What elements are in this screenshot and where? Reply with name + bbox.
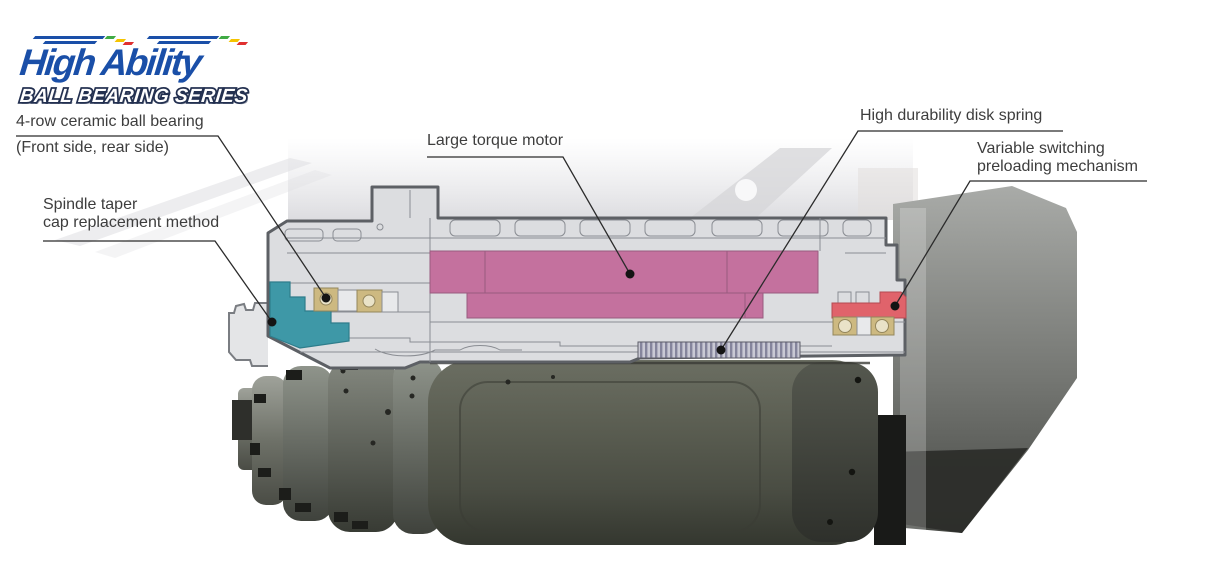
leader-dots — [267, 269, 900, 355]
label-ball-bearing-line1: 4-row ceramic ball bearing — [16, 113, 204, 130]
label-preload-line2: preloading mechanism — [977, 158, 1138, 175]
cross-section — [228, 185, 907, 370]
label-disk-spring: High durability disk spring — [860, 107, 1043, 124]
label-spindle-taper-line2: cap replacement method — [43, 214, 220, 231]
bolt-dots — [340, 368, 862, 525]
brand-logo: High Ability BALL BEARING SERIES — [17, 36, 270, 116]
spindle-nose-outline — [228, 302, 268, 367]
spindle-taper-cap — [269, 281, 350, 349]
preload-mechanism — [831, 291, 907, 319]
speedline-icon — [146, 36, 220, 39]
spindle-photo — [232, 358, 906, 545]
leader-taper — [43, 240, 273, 323]
leader-preload — [894, 180, 1147, 307]
speed-tick-green-icon — [218, 36, 231, 39]
torque-motor — [429, 250, 819, 319]
ghost-machine-background — [55, 138, 918, 258]
speed-tick-red-icon — [236, 42, 249, 45]
leader-motor — [427, 156, 631, 275]
logo-subtitle: BALL BEARING SERIES — [17, 84, 250, 109]
rear-ball-bearings — [832, 316, 895, 336]
leader-lines — [16, 130, 1147, 351]
speed-tick-green-icon — [104, 36, 117, 39]
label-torque-motor: Large torque motor — [427, 132, 564, 149]
logo-title: High Ability — [17, 42, 203, 83]
label-preload-line1: Variable switching — [977, 140, 1105, 157]
leader-disk-spring — [720, 130, 1063, 351]
label-ball-bearing-line2: (Front side, rear side) — [16, 139, 169, 156]
leader-bearing — [16, 135, 327, 299]
rear-housing-photo — [888, 186, 1077, 538]
speedline-icon — [32, 36, 106, 39]
label-spindle-taper-line1: Spindle taper — [43, 196, 138, 213]
